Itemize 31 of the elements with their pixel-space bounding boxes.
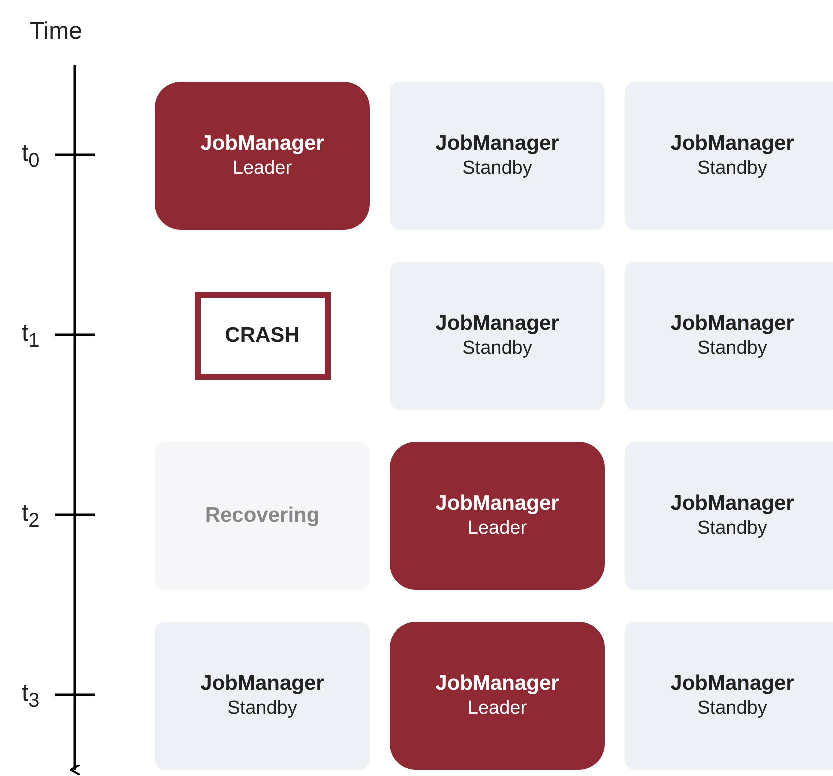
node-status: Leader bbox=[232, 158, 292, 180]
node-title: JobManager bbox=[670, 312, 794, 336]
node-title: JobManager bbox=[670, 672, 794, 696]
node-title: JobManager bbox=[670, 132, 794, 156]
leader-box bbox=[390, 622, 605, 770]
node-title: JobManager bbox=[200, 672, 324, 696]
node-title: Recovering bbox=[205, 504, 320, 528]
node-status: Standby bbox=[462, 338, 532, 360]
leader-box bbox=[155, 82, 370, 230]
tick-label: t$_{2}$ bbox=[22, 500, 40, 533]
tick-label: t$_{3}$ bbox=[22, 680, 40, 713]
node-title: JobManager bbox=[200, 132, 324, 156]
node-title: JobManager bbox=[436, 492, 560, 516]
node-title: JobManager bbox=[670, 492, 794, 516]
node-status: Standby bbox=[698, 338, 768, 360]
node-title: JobManager bbox=[436, 132, 560, 156]
node-status: Leader bbox=[468, 698, 528, 720]
node-status: Leader bbox=[468, 518, 528, 540]
tick-label: t$_{0}$ bbox=[22, 140, 40, 173]
node-status: Standby bbox=[462, 158, 532, 180]
node-status: Standby bbox=[698, 518, 768, 540]
node-title: CRASH bbox=[225, 324, 300, 348]
axis-title: Time bbox=[30, 18, 82, 46]
node-title: JobManager bbox=[436, 312, 560, 336]
leader-box bbox=[390, 442, 605, 590]
node-status: Standby bbox=[228, 698, 298, 720]
node-status: Standby bbox=[698, 698, 768, 720]
tick-label: t$_{1}$ bbox=[22, 320, 40, 353]
node-title: JobManager bbox=[436, 672, 560, 696]
crash-box bbox=[194, 292, 330, 380]
node-status: Standby bbox=[698, 158, 768, 180]
